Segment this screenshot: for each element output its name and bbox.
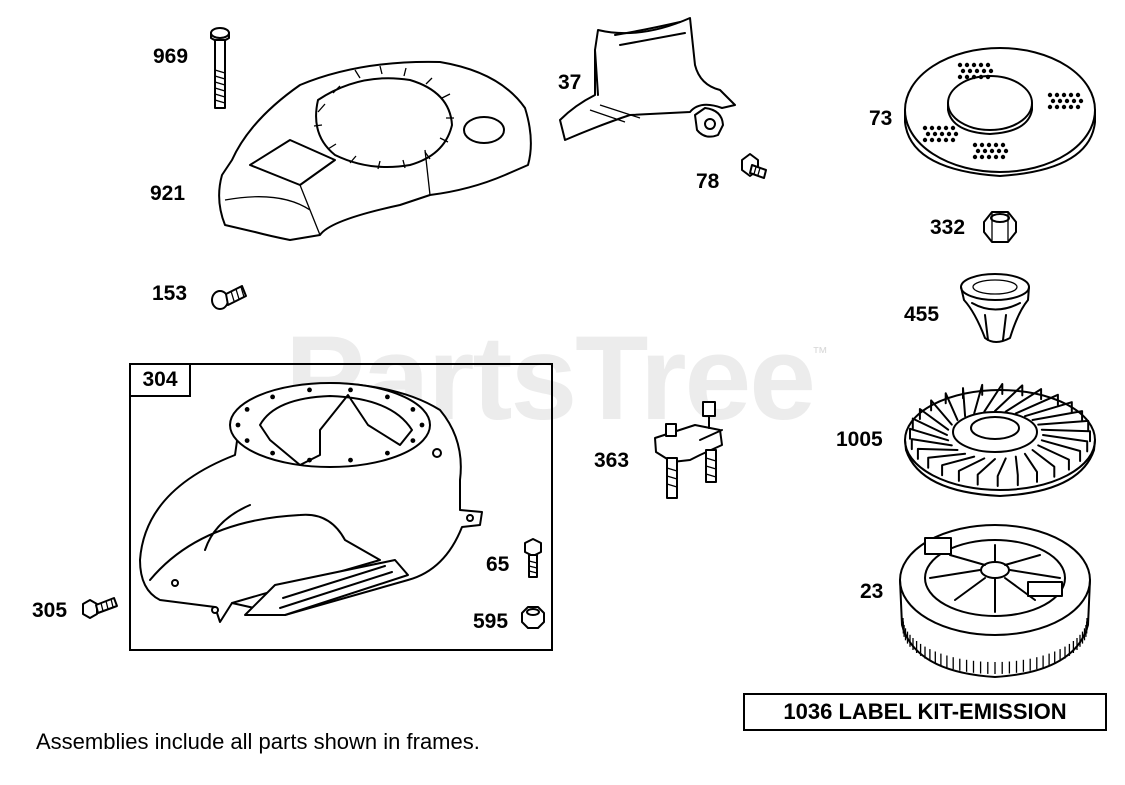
hex-nut-icon[interactable] xyxy=(521,606,545,629)
part-label-1005[interactable]: 1005 xyxy=(836,428,883,451)
part-label-23[interactable]: 23 xyxy=(860,580,884,603)
screw-icon[interactable] xyxy=(524,538,542,578)
armature-bracket-icon[interactable] xyxy=(654,401,723,499)
blower-housing-cover-icon[interactable] xyxy=(218,60,532,241)
label-kit-box[interactable]: 1036 LABEL KIT-EMISSION xyxy=(743,693,1107,731)
blower-housing-icon[interactable] xyxy=(139,382,483,623)
part-label-969[interactable]: 969 xyxy=(153,45,189,68)
hex-nut-icon[interactable] xyxy=(983,211,1017,243)
long-bolt-icon[interactable] xyxy=(210,27,230,109)
rotating-screen-icon[interactable] xyxy=(904,47,1096,177)
assembly-frame-label[interactable]: 304 xyxy=(129,363,191,397)
part-label-73[interactable]: 73 xyxy=(869,107,893,130)
assembly-frame xyxy=(129,363,553,651)
part-label-37[interactable]: 37 xyxy=(558,71,582,94)
part-label-332[interactable]: 332 xyxy=(930,216,966,239)
flywheel-icon[interactable] xyxy=(899,524,1091,678)
starter-cup-icon[interactable] xyxy=(960,273,1030,343)
screw-icon[interactable] xyxy=(741,153,767,179)
part-label-363[interactable]: 363 xyxy=(594,449,630,472)
assemblies-note: Assemblies include all parts shown in fr… xyxy=(36,729,480,754)
part-label-65[interactable]: 65 xyxy=(486,553,510,576)
screw-icon[interactable] xyxy=(211,285,247,310)
part-label-305[interactable]: 305 xyxy=(32,599,68,622)
part-label-595[interactable]: 595 xyxy=(473,610,509,633)
part-label-153[interactable]: 153 xyxy=(152,282,188,305)
bolt-icon[interactable] xyxy=(82,597,118,619)
fan-icon[interactable] xyxy=(904,383,1096,497)
baffle-icon[interactable] xyxy=(559,17,736,141)
part-label-78[interactable]: 78 xyxy=(696,170,720,193)
part-label-455[interactable]: 455 xyxy=(904,303,940,326)
part-label-921[interactable]: 921 xyxy=(150,182,186,205)
